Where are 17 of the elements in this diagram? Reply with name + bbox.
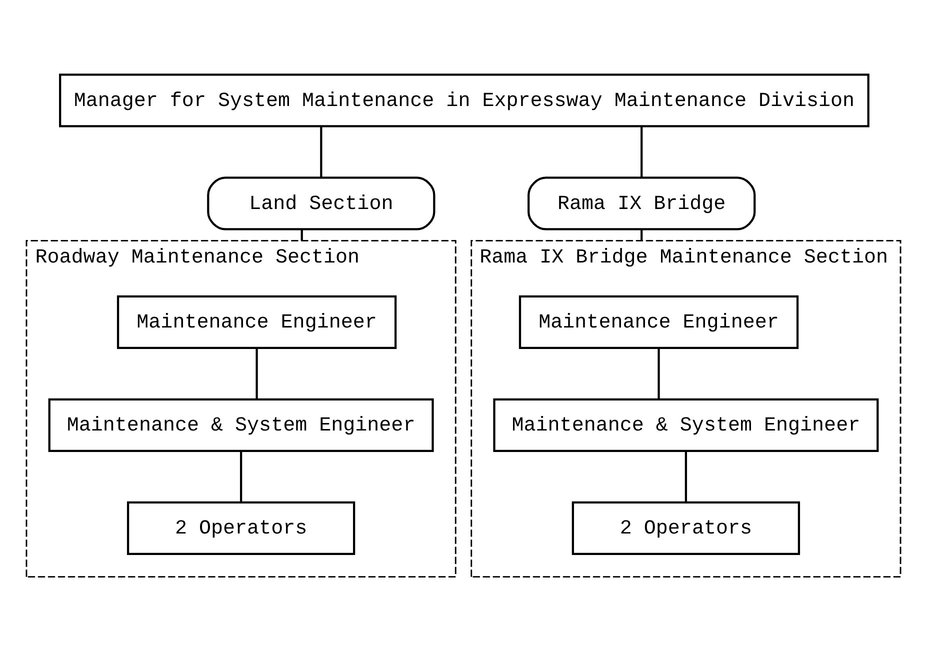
node-box: 2 Operators <box>571 501 800 556</box>
node-box: Maintenance & System Engineer <box>492 398 878 452</box>
connector <box>657 348 660 399</box>
node-box: Manager for System Maintenance in Expressway Maintenance Division <box>58 74 869 128</box>
connector <box>640 126 642 178</box>
connector <box>684 451 687 502</box>
connector <box>300 229 302 241</box>
connector <box>255 348 258 399</box>
node-box: Maintenance Engineer <box>116 295 396 350</box>
node-box: Land Section <box>206 176 435 230</box>
node-box: Rama IX Bridge <box>527 176 756 230</box>
connector <box>239 451 242 502</box>
connector <box>320 126 322 178</box>
node-box: 2 Operators <box>126 501 355 556</box>
node-box: Maintenance & System Engineer <box>48 398 434 452</box>
connector <box>640 229 642 241</box>
node-box: Maintenance Engineer <box>518 295 798 350</box>
